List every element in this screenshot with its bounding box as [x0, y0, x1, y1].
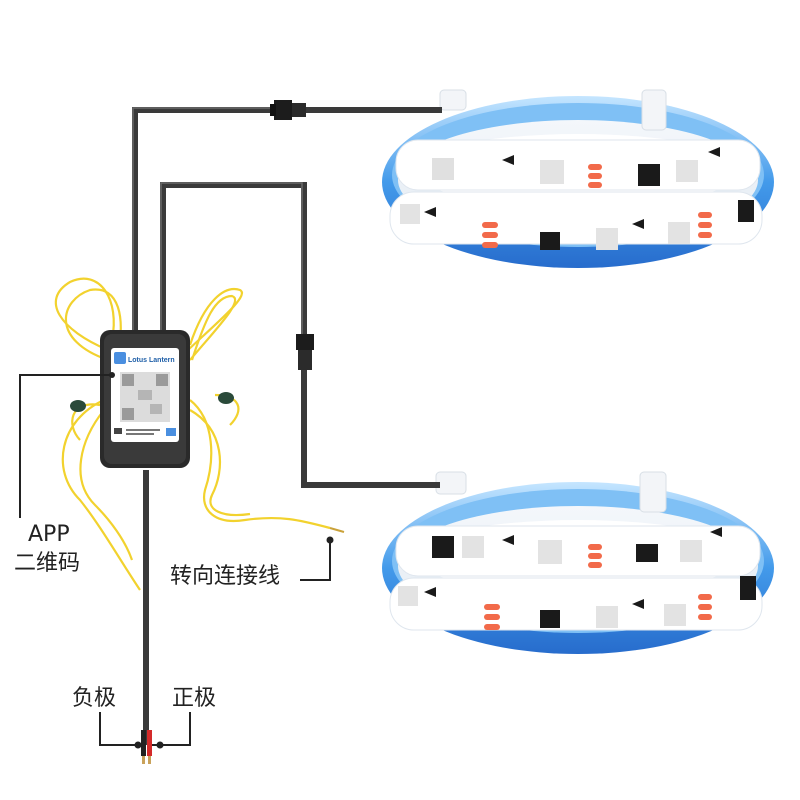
- cable-highlight: [132, 107, 303, 336]
- wire-ties: [70, 392, 234, 412]
- connector-top: [270, 100, 306, 120]
- turn-wire-label: 转向连接线: [170, 564, 281, 589]
- led-strip-bottom: [382, 471, 774, 654]
- leader-dots: [109, 372, 334, 749]
- power-leads: [141, 730, 152, 764]
- led-strip-top: [382, 89, 774, 268]
- strip-bottom-components-row2: [398, 576, 756, 630]
- cables: [132, 107, 442, 745]
- strip-bottom-components-row1: [432, 527, 722, 568]
- app-qr-label-line1: APP: [28, 522, 70, 547]
- turn-wire-tip: [329, 527, 345, 533]
- leader-lines: [19, 374, 331, 746]
- positive-label: 正极: [172, 686, 217, 711]
- controller-box: [100, 330, 190, 468]
- strip-top-components-row2: [400, 200, 754, 250]
- app-qr-label-line2: 二维码: [14, 551, 81, 576]
- negative-label: 负极: [72, 686, 117, 711]
- app-logo-icon: [114, 352, 126, 364]
- connector-middle: [296, 334, 314, 370]
- controller-brand: Lotus Lantern: [128, 357, 175, 364]
- yellow-wires: [54, 277, 331, 591]
- strip-top-components-row1: [432, 147, 720, 188]
- qr-code-icon: [120, 372, 170, 422]
